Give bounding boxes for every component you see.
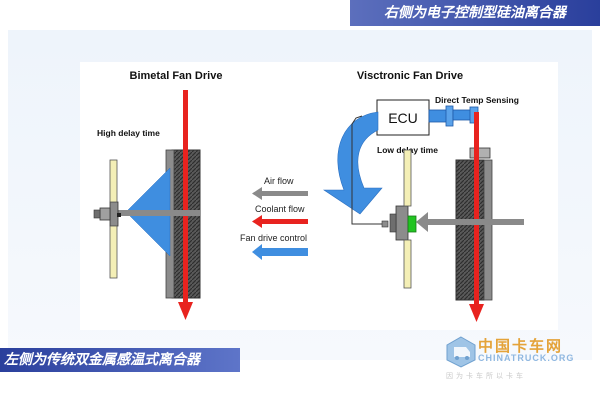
watermark-cn: 中国卡车网 xyxy=(478,337,564,355)
left-title: Bimetal Fan Drive xyxy=(130,70,223,82)
legend-coolant-flow-arrow xyxy=(252,215,308,228)
direct-temp-label: Direct Temp Sensing xyxy=(435,95,519,105)
watermark-logo: 中国卡车网 CHINATRUCK.ORG 因为卡车所以卡车 xyxy=(444,335,594,385)
left-fan-blades xyxy=(109,159,118,279)
caption-left: 左侧为传统双金属感温式离合器 xyxy=(0,348,240,372)
left-coolant-arrow xyxy=(178,90,193,320)
right-radiator xyxy=(455,147,493,301)
truck-logo-icon xyxy=(446,336,476,368)
ecu-label: ECU xyxy=(388,110,418,126)
legend-coolant-flow-label: Coolant flow xyxy=(255,204,305,214)
right-air-arrow xyxy=(416,212,524,232)
legend-fan-drive-control-arrow xyxy=(252,244,308,260)
right-control-arrow xyxy=(323,111,383,215)
high-delay-label: High delay time xyxy=(97,128,160,138)
legend: Air flow Coolant flow Fan drive control xyxy=(240,176,308,260)
legend-air-flow-label: Air flow xyxy=(264,176,294,186)
temp-sensor-link xyxy=(428,105,479,127)
caption-right: 右侧为电子控制型硅油离合器 xyxy=(350,0,600,26)
ecu-box: ECU xyxy=(376,99,430,136)
watermark-en: CHINATRUCK.ORG xyxy=(478,353,575,363)
left-air-arrow xyxy=(118,210,200,216)
control-signal-line xyxy=(351,115,384,225)
watermark-slogan: 因为卡车所以卡车 xyxy=(446,372,526,380)
left-clutch-hub xyxy=(93,201,121,227)
right-fan-blades xyxy=(403,149,412,289)
right-title: Visctronic Fan Drive xyxy=(357,70,463,82)
right-clutch-hub xyxy=(389,205,417,241)
legend-fan-drive-control-label: Fan drive control xyxy=(240,233,307,243)
legend-air-flow-arrow xyxy=(252,187,308,200)
right-coolant-arrow xyxy=(469,112,484,322)
